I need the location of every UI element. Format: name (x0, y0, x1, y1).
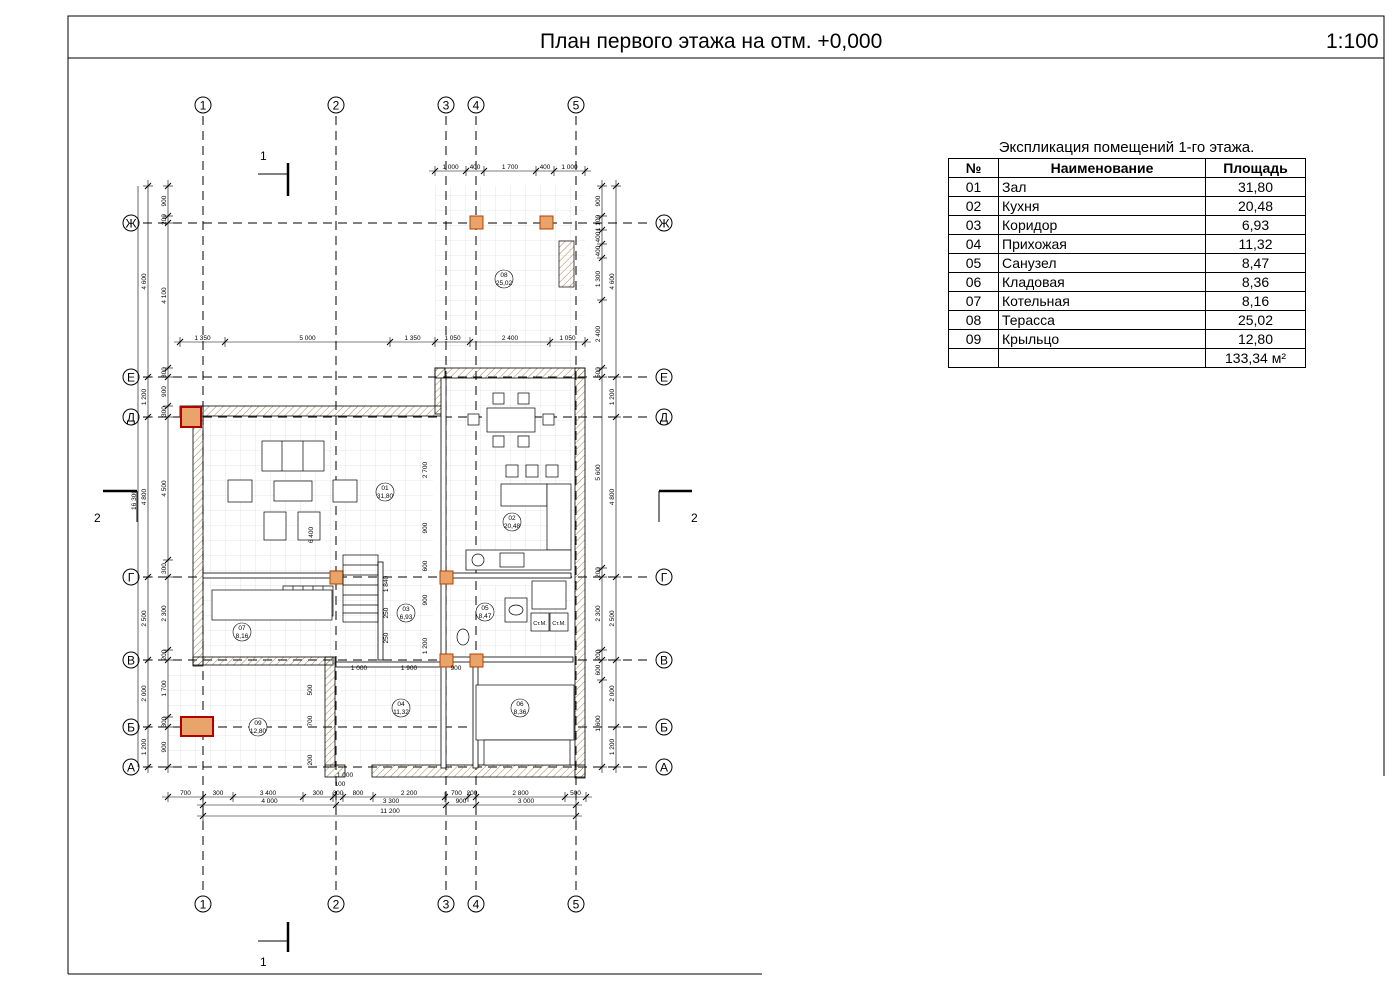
room-area: 20,48 (1205, 196, 1306, 216)
explication-caption: Экспликация помещений 1-го этажа. (998, 139, 1255, 156)
room-num: 06 (948, 272, 999, 292)
room-num: 02 (948, 196, 999, 216)
col-header-area: Площадь (1205, 158, 1306, 178)
room-name: Прихожая (998, 234, 1206, 254)
room-num: 01 (948, 177, 999, 197)
room-explication: Экспликация помещений 1-го этажа. № Наим… (948, 138, 1306, 368)
room-name: Котельная (998, 291, 1206, 311)
room-num: 05 (948, 253, 999, 273)
room-area: 31,80 (1205, 177, 1306, 197)
explication-header-row: № Наименование Площадь (948, 158, 1306, 178)
room-num: 07 (948, 291, 999, 311)
total-area: 133,34 м² (1205, 348, 1306, 368)
room-name: Санузел (998, 253, 1206, 273)
room-area: 8,16 (1205, 291, 1306, 311)
room-area: 25,02 (1205, 310, 1306, 330)
col-header-num: № (948, 158, 999, 178)
total-row: 133,34 м² (948, 348, 1306, 368)
room-name: Зал (998, 177, 1206, 197)
room-num: 08 (948, 310, 999, 330)
room-num: 03 (948, 215, 999, 235)
col-header-name: Наименование (998, 158, 1206, 178)
room-area: 12,80 (1205, 329, 1306, 349)
room-num: 04 (948, 234, 999, 254)
sheet-title: План первого этажа на отм. +0,000 (540, 30, 883, 53)
room-name: Терасса (998, 310, 1206, 330)
sheet-scale: 1:100 (1326, 30, 1379, 53)
room-area: 11,32 (1205, 234, 1306, 254)
room-area: 6,93 (1205, 215, 1306, 235)
room-area: 8,36 (1205, 272, 1306, 292)
room-name: Кухня (998, 196, 1206, 216)
room-area: 8,47 (1205, 253, 1306, 273)
room-name: Кладовая (998, 272, 1206, 292)
room-num: 09 (948, 329, 999, 349)
room-name: Крыльцо (998, 329, 1206, 349)
room-name: Коридор (998, 215, 1206, 235)
